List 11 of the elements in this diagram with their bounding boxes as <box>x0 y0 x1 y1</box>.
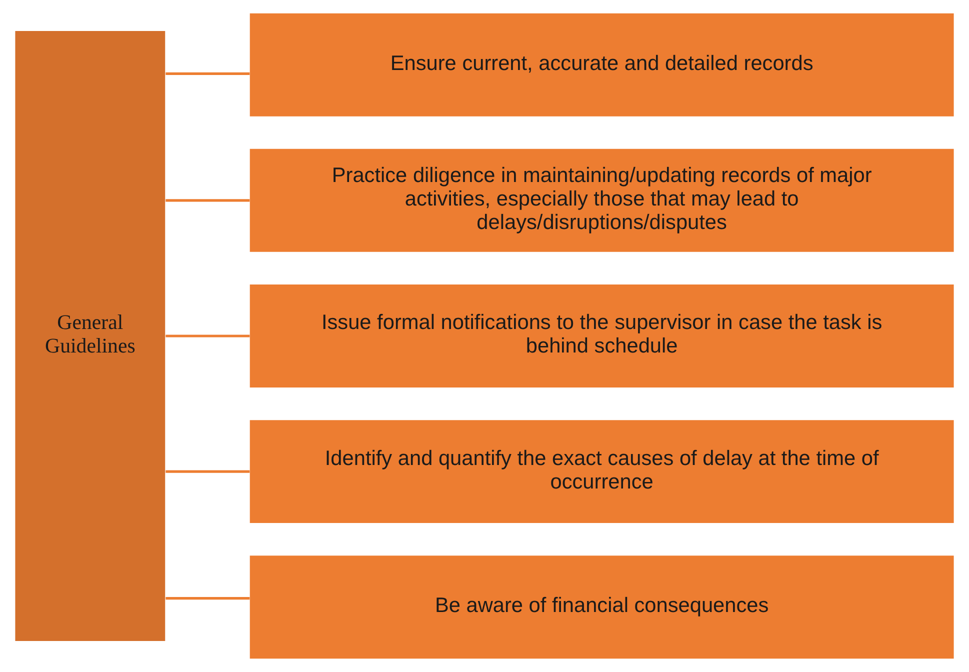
node-box: General Guidelines <box>15 30 166 642</box>
connector <box>166 72 250 75</box>
node-box: Practice diligence in maintaining/updating records of major activities, especially those that may lead to delays/disruptions/disputes <box>250 148 954 252</box>
connector <box>166 199 250 202</box>
node-box: Issue formal notifications to the supervisor in case the task is behind schedule <box>250 284 954 388</box>
node-box: Identify and quantify the exact causes of delay at the time of occurrence <box>250 420 954 524</box>
connector <box>166 470 250 473</box>
connector <box>166 597 250 600</box>
node-box: Be aware of financial consequences <box>250 556 954 659</box>
node-box: Ensure current, accurate and detailed records <box>250 13 954 116</box>
connector <box>166 334 250 338</box>
